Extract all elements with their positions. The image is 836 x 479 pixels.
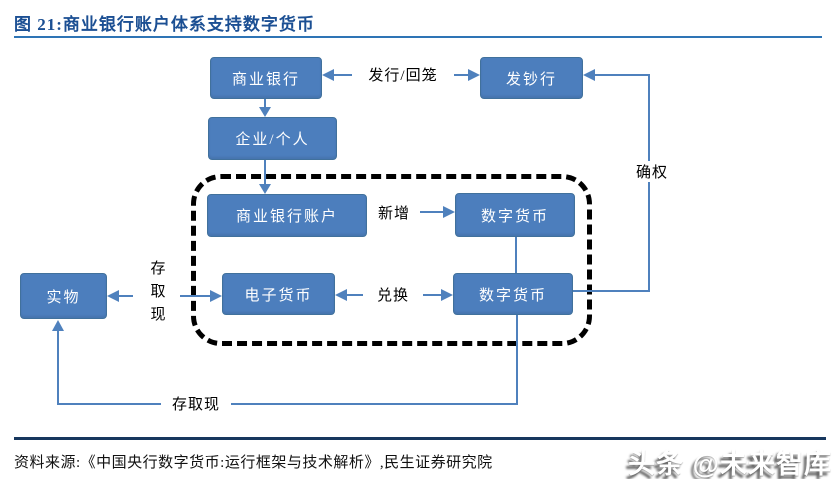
arrowhead-left-icon [583,69,595,81]
edge-digital-top-bottom-line [515,237,517,273]
title-divider [14,36,822,38]
arrowhead-right-icon [441,289,453,301]
edge-add-new-line [420,211,444,213]
node-enterprise-individual: 企业/个人 [208,117,337,160]
arrowhead-up-icon [52,320,64,331]
arrowhead-right-icon [210,290,222,302]
edge-label-issue-withdraw: 发行/回笼 [352,64,454,85]
edge-label-exchange: 兑换 [363,284,423,305]
arrowhead-down-icon [259,107,271,117]
edge-confirm-right-vertical-line [648,74,650,292]
node-electronic-money: 电子货币 [222,273,335,315]
edge-bottom-path-right-line [516,315,518,405]
arrowhead-left-icon [107,290,119,302]
edge-to-electronic-line [180,295,210,297]
node-commercial-bank: 商业银行 [210,57,322,99]
node-commercial-bank-account: 商业银行账户 [207,194,367,237]
edge-bottom-path-horizontal-line [57,403,517,405]
node-note-issuing-bank: 发钞行 [480,57,583,99]
edge-to-physical-line [119,295,133,297]
edge-label-deposit-withdraw-bottom: 存取现 [161,393,231,414]
edge-enterprise-to-account-line [264,160,266,184]
digital-currency-account-dashed-zone [191,174,592,346]
edge-label-add-new: 新增 [377,206,410,222]
footer-divider [14,437,826,440]
edge-bank-to-enterprise-line [264,99,266,108]
source-note: 资料来源:《中国央行数字货币:运行框架与技术解析》,民生证券研究院 [14,455,493,471]
arrowhead-left-icon [335,289,347,301]
arrowhead-left-icon [322,69,334,81]
node-digital-currency-top: 数字货币 [455,193,575,237]
node-digital-currency-bottom: 数字货币 [453,273,573,315]
edge-confirm-right-top-line [595,74,650,76]
watermark: 头条 @未来智库 [628,449,832,479]
edge-confirm-right-bottom-line [573,290,650,292]
node-physical-cash: 实物 [20,273,107,319]
edge-label-confirm-right: 确权 [626,161,678,182]
arrowhead-right-icon [443,206,455,218]
figure-title: 图 21:商业银行账户体系支持数字货币 [14,15,315,34]
edge-label-deposit-withdraw-left: 存取现 [150,261,166,323]
edge-bottom-path-left-line [57,331,59,404]
arrowhead-right-icon [468,69,480,81]
arrowhead-down-icon [259,184,271,194]
